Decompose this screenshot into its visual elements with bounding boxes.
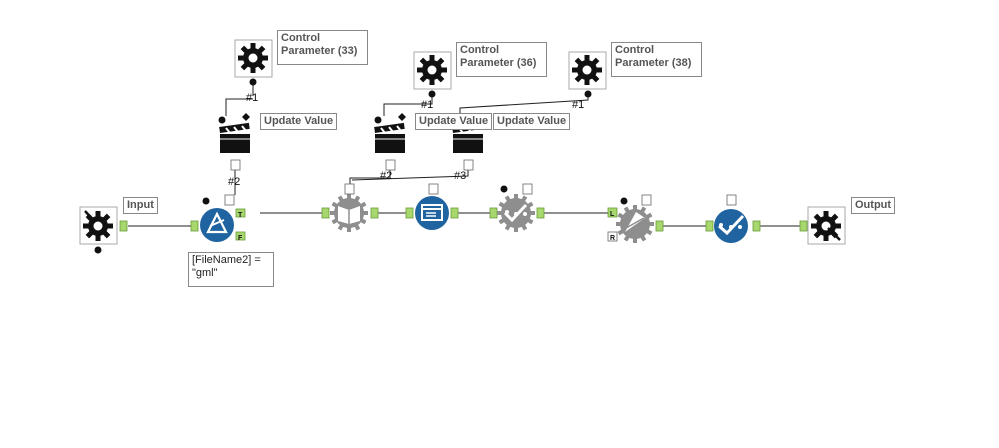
control-parameter-38-annotation: Control Parameter (38)	[611, 42, 702, 77]
update-value-3-annotation: Update Value	[493, 113, 571, 130]
filter-tool[interactable]	[190, 194, 246, 242]
join-tool[interactable]	[607, 194, 664, 243]
filter-expression-annotation: [FileName2] = "gml"	[188, 252, 274, 287]
connection-label-uv1: #2	[228, 176, 241, 188]
update-value-tool-1[interactable]	[218, 113, 251, 171]
output-tool[interactable]	[799, 206, 846, 245]
update-value-1-annotation: Update Value	[260, 113, 338, 130]
control-parameter-38[interactable]	[568, 51, 607, 98]
filter-true-anchor[interactable]: T	[238, 212, 243, 219]
update-value-tool-2[interactable]	[373, 113, 406, 171]
dynamic-output-tool[interactable]	[405, 183, 459, 230]
filter-false-anchor[interactable]: F	[238, 235, 243, 242]
connection-label-cp38: #1	[572, 99, 585, 111]
control-parameter-33-annotation: Control Parameter (33)	[277, 30, 368, 65]
connection-label-uv3: #3	[454, 170, 467, 182]
output-annotation: Output	[851, 197, 896, 214]
control-parameter-33[interactable]	[234, 39, 273, 86]
control-parameter-36[interactable]	[413, 51, 452, 98]
input-tool[interactable]	[79, 206, 128, 254]
join-right-anchor[interactable]: R	[610, 235, 616, 242]
update-value-2-annotation: Update Value	[415, 113, 493, 130]
join-left-anchor[interactable]: L	[610, 211, 615, 218]
blue-check-tool[interactable]	[705, 194, 761, 243]
select-tool[interactable]	[489, 183, 545, 232]
dynamic-input-tool[interactable]	[321, 183, 379, 232]
connection-label-cp33: #1	[246, 92, 259, 104]
connection-lines	[128, 82, 800, 227]
control-parameter-36-annotation: Control Parameter (36)	[456, 42, 547, 77]
connection-label-uv2: #2	[380, 170, 393, 182]
input-annotation: Input	[123, 197, 158, 214]
connection-label-cp36: #1	[421, 99, 434, 111]
